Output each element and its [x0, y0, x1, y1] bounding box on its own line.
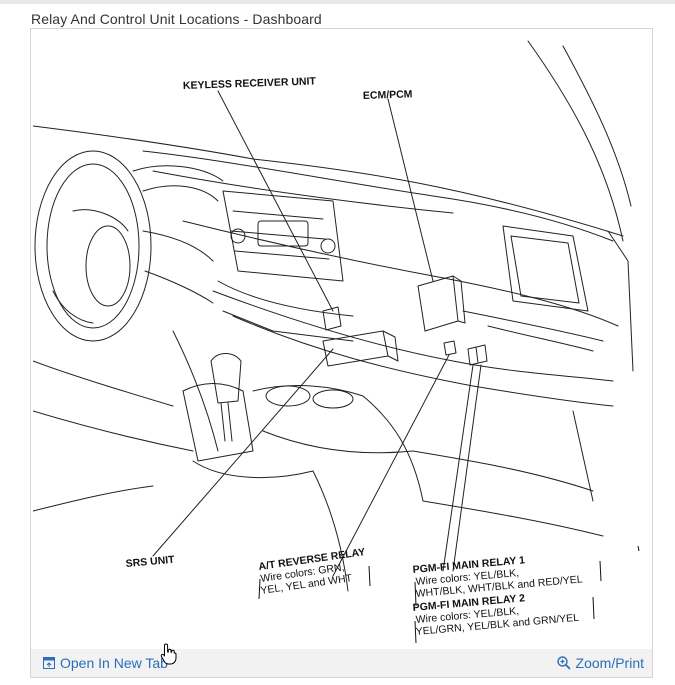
label-keyless-receiver-unit: KEYLESS RECEIVER UNIT	[183, 75, 317, 92]
magnifier-plus-icon	[556, 656, 571, 670]
srs-unit	[322, 330, 389, 367]
at-reverse-relay	[443, 340, 457, 356]
keyless-receiver-unit	[322, 306, 342, 331]
open-in-new-tab-icon	[43, 657, 55, 669]
label-srs-unit: SRS UNIT	[125, 554, 175, 570]
open-in-new-tab-link[interactable]: Open In New Tab	[43, 655, 168, 671]
leader-pgm1	[442, 364, 474, 572]
shift-knob	[210, 353, 242, 404]
center-stack	[222, 190, 344, 282]
leader-keyless	[217, 90, 334, 312]
top-divider	[0, 0, 675, 4]
dashboard-diagram[interactable]: KEYLESS RECEIVER UNIT ECM/PCM SRS UNIT A…	[33, 31, 650, 648]
leader-pgm2	[452, 364, 482, 572]
pgm-fi-relays	[467, 344, 488, 366]
dashboard-line-drawing: KEYLESS RECEIVER UNIT ECM/PCM SRS UNIT A…	[33, 40, 640, 644]
dash-top	[33, 125, 624, 237]
cup-holder	[265, 385, 311, 407]
leader-at-relay	[332, 354, 450, 577]
ecm-pcm-unit	[417, 275, 459, 332]
label-ecm-pcm: ECM/PCM	[363, 88, 413, 102]
steering-wheel	[34, 150, 152, 342]
leader-srs	[152, 348, 334, 557]
zoom-print-link[interactable]: Zoom/Print	[556, 655, 644, 671]
center-console	[182, 383, 254, 462]
page-title: Relay And Control Unit Locations - Dashb…	[31, 11, 322, 27]
right-vent	[502, 225, 589, 312]
windshield-edge	[527, 40, 624, 242]
image-footer-bar: Open In New Tab Zoom/Print	[31, 649, 652, 677]
leader-ecm	[387, 98, 434, 282]
zoom-print-label: Zoom/Print	[575, 655, 644, 671]
open-in-new-tab-label: Open In New Tab	[60, 655, 168, 671]
hand-pointer-cursor-icon	[160, 643, 178, 670]
